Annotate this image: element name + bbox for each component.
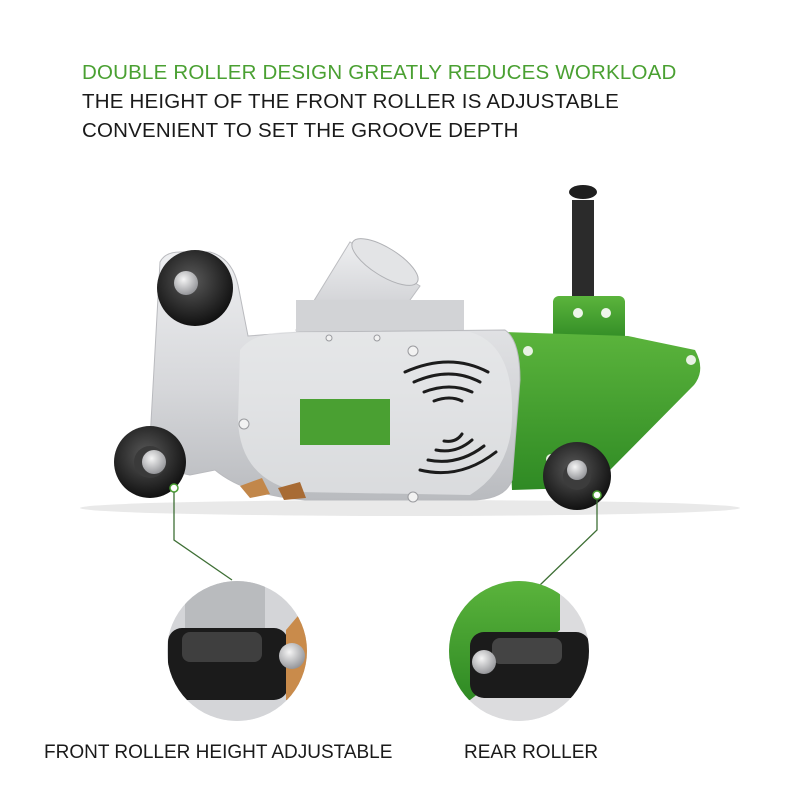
dust-outlet-pipe [295, 238, 464, 344]
label-panel [300, 399, 390, 445]
headline-line-2: THE HEIGHT OF THE FRONT ROLLER IS ADJUST… [82, 90, 619, 113]
headline-line-1: DOUBLE ROLLER DESIGN GREATLY REDUCES WOR… [82, 61, 677, 84]
cutter-blades [240, 478, 306, 500]
caption-front-roller: FRONT ROLLER HEIGHT ADJUSTABLE [44, 742, 393, 763]
caption-rear-roller: REAR ROLLER [464, 742, 599, 763]
front-roller-detail-inset [167, 581, 307, 721]
rear-roller-wheel [543, 442, 611, 510]
handle-knob [569, 185, 597, 320]
front-top-roller [157, 250, 233, 326]
rear-roller-detail-inset [449, 581, 589, 721]
headline-block: DOUBLE ROLLER DESIGN GREATLY REDUCES WOR… [82, 58, 677, 145]
headline-line-3: CONVENIENT TO SET THE GROOVE DEPTH [82, 119, 519, 142]
front-roller-wheel [114, 426, 186, 498]
leader-lines [173, 492, 598, 586]
body-screws [238, 334, 419, 503]
floor-shadow [80, 500, 740, 516]
vent-grille [403, 360, 498, 475]
